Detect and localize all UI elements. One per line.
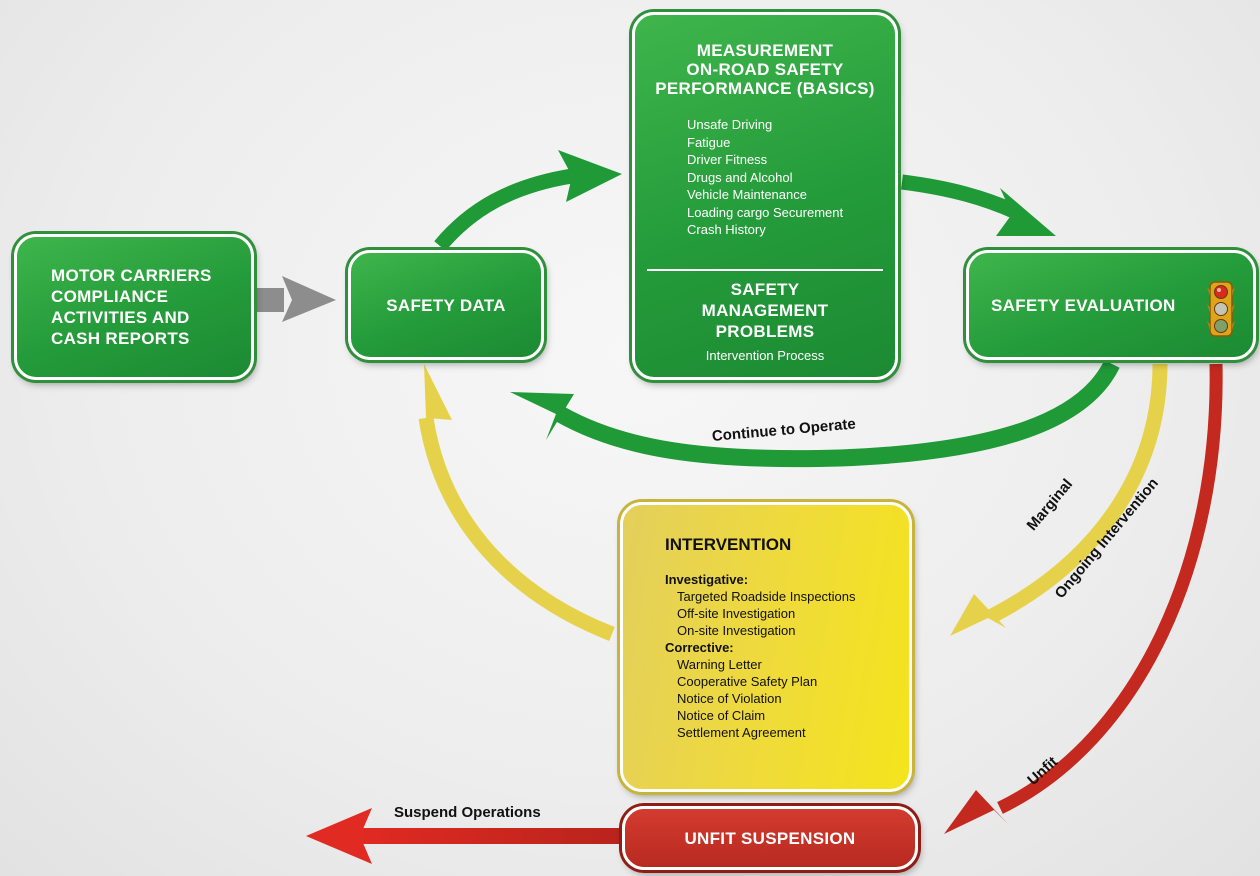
measurement-title-line: MEASUREMENT xyxy=(696,41,834,60)
safety-management-title-line: MANAGEMENT xyxy=(701,301,829,320)
investigative-label: Investigative: xyxy=(665,572,749,587)
basics-item: Driver Fitness xyxy=(687,152,768,167)
corrective-item: Notice of Violation xyxy=(677,691,782,706)
basics-item: Fatigue xyxy=(687,134,731,150)
arrow-unfit xyxy=(944,363,1223,834)
corrective-item: Cooperative Safety Plan xyxy=(677,674,818,689)
basics-item: Loading cargo Securement xyxy=(687,204,844,220)
measurement-title-line: ON-ROAD SAFETY xyxy=(686,60,844,79)
safety-evaluation-node: SAFETY EVALUATION xyxy=(966,250,1256,360)
arrow-measurement-to-evaluation xyxy=(901,174,1056,236)
measurement-divider xyxy=(647,269,883,271)
investigative-item: Off-site Investigation xyxy=(677,606,796,621)
safety-evaluation-label: SAFETY EVALUATION xyxy=(991,295,1176,315)
arrow-safety-data-to-measurement xyxy=(434,150,622,251)
basics-item: Vehicle Maintenance xyxy=(687,187,807,202)
corrective-label: Corrective: xyxy=(665,640,734,655)
corrective-item: Notice of Claim xyxy=(677,708,766,723)
suspend-operations-label: Suspend Operations xyxy=(394,804,541,821)
unfit-suspension-node: UNFIT SUSPENSION xyxy=(622,806,918,870)
motor-carriers-line: MOTOR CARRIERS xyxy=(51,266,212,285)
arrow-compliance-to-safety-data xyxy=(254,276,336,322)
safety-management-title-line: PROBLEMS xyxy=(715,322,815,341)
intervention-process-text: Intervention Process xyxy=(705,348,825,363)
measurement-node: MEASUREMENT ON-ROAD SAFETY PERFORMANCE (… xyxy=(632,12,898,380)
motor-carriers-node: MOTOR CARRIERS COMPLIANCE ACTIVITIES AND… xyxy=(14,234,254,380)
basics-item: Crash History xyxy=(687,222,766,237)
arrow-continue-to-operate xyxy=(510,360,1120,468)
safety-management-title-line: SAFETY xyxy=(730,280,800,299)
intervention-node: INTERVENTION Investigative: Targeted Roa… xyxy=(620,502,912,792)
corrective-item: Warning Letter xyxy=(677,657,762,672)
arrow-marginal xyxy=(950,363,1168,636)
traffic-light-icon xyxy=(1207,281,1235,337)
motor-carriers-line: ACTIVITIES AND xyxy=(51,308,190,327)
basics-list: Unsafe Driving Fatigue Driver Fitness Dr… xyxy=(687,116,895,239)
unfit-suspension-label: UNFIT SUSPENSION xyxy=(684,828,856,848)
safety-data-node: SAFETY DATA xyxy=(348,250,544,360)
measurement-title-line: PERFORMANCE (BASICS) xyxy=(655,79,875,98)
investigative-item: Targeted Roadside Inspections xyxy=(677,589,856,604)
safety-management-section: SAFETY MANAGEMENT PROBLEMS Intervention … xyxy=(635,279,895,364)
basics-item: Drugs and Alcohol xyxy=(687,169,793,185)
motor-carriers-line: CASH REPORTS xyxy=(51,329,190,348)
motor-carriers-line: COMPLIANCE xyxy=(51,287,169,306)
corrective-item: Settlement Agreement xyxy=(677,725,806,740)
investigative-item: On-site Investigation xyxy=(677,623,796,638)
arrow-intervention-to-safety-data xyxy=(402,364,615,641)
intervention-title: INTERVENTION xyxy=(665,535,792,554)
safety-data-label: SAFETY DATA xyxy=(386,295,506,315)
arrow-suspend-operations xyxy=(306,808,622,864)
basics-item: Unsafe Driving xyxy=(687,117,773,132)
